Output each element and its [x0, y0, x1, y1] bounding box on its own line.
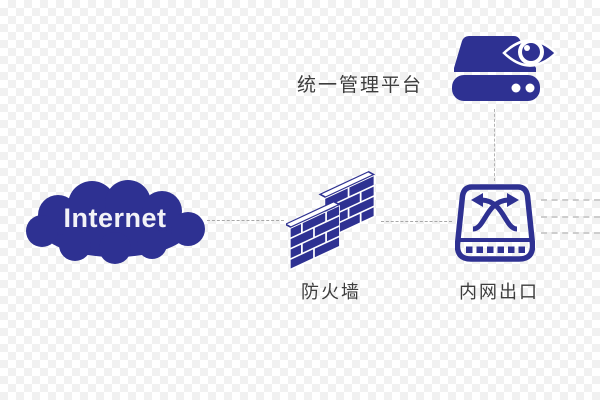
stub-line-1 [541, 199, 600, 201]
shuffle-arrows-icon [471, 193, 519, 232]
stub-line-3 [541, 232, 600, 234]
stub-line-2 [541, 216, 600, 218]
connector-management-switch [494, 109, 495, 181]
eye-icon [502, 39, 558, 67]
internet-label: Internet [63, 203, 167, 233]
firewall-label: 防火墙 [301, 282, 361, 302]
internet-cloud-icon [20, 177, 210, 265]
management-platform-icon [452, 32, 558, 104]
connector-internet-firewall [207, 220, 284, 221]
switch-ports [466, 246, 525, 253]
management-platform-label: 统一管理平台 [296, 75, 423, 96]
firewall-icon [286, 170, 380, 272]
connector-firewall-switch [381, 221, 452, 222]
switch-icon [455, 183, 535, 265]
intranet-exit-label: 内网出口 [459, 282, 539, 302]
